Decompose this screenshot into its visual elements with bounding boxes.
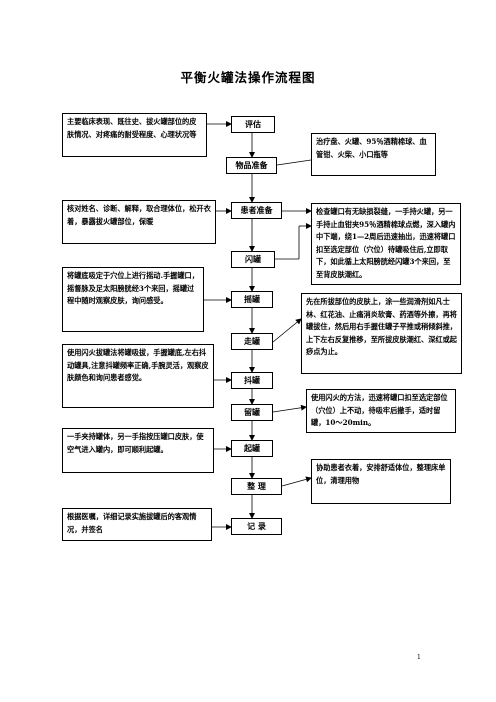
note-walk: 先在所拔部位的皮肤上，涂一些润滑剂如凡士林、红花油、止痛消炎软膏、药酒等外擦，再… (301, 293, 462, 374)
step-supplies: 物品准备 (226, 157, 277, 174)
note-flash: 检查罐口有无缺损裂缝，一手持火罐，另一手持止血钳夹95％酒精棉球点燃，深入罐内中… (311, 203, 461, 285)
note-tidy: 协助患者衣着，安排舒适体位，整理床单位，清理用物 (311, 459, 451, 504)
note-patient: 核对姓名、诊断、解释，取合理体位，松开衣着，暴露拔火罐部位，保暖 (62, 200, 216, 244)
step-record: 记 录 (231, 518, 282, 535)
note-supplies: 治疗盘、火罐、95％酒精棉球、血管钳、火柴、小口瓶等 (311, 133, 436, 176)
step-tidy: 整 理 (231, 478, 282, 495)
step-assess: 评估 (231, 116, 275, 133)
step-remove: 起罐 (231, 440, 273, 457)
note-shake: 将罐底吸定于穴位上进行摇动.手握罐口，摇督脉及足太阳膀胱经3个来回，摇罐过程中随… (62, 267, 204, 332)
note-retain: 使用闪火的方法，迅速将罐口扣至选定部位（穴位）上不动，待吸牢后撤手，适时留罐，1… (306, 389, 456, 433)
page-title: 平衡火罐法操作流程图 (180, 70, 316, 85)
note-record: 根据医嘱，详细记录实施拔罐后的客观情况，并签名 (62, 508, 212, 541)
step-flash: 闪罐 (231, 251, 275, 268)
step-patient: 患者准备 (231, 202, 282, 219)
step-walk: 走罐 (231, 333, 273, 350)
note-remove: 一手夹持罐体，另一手指按压罐口皮肤，使空气进入罐内，即可顺利起罐。 (62, 428, 214, 473)
step-flick: 抖罐 (231, 372, 273, 389)
note-flick: 使用闪火拔罐法将罐吸拔，手握罐底,左右抖动罐具,注意抖罐频率正确,手腕灵活，观察… (62, 344, 214, 408)
step-retain: 留罐 (231, 404, 273, 421)
page-number: 1 (417, 654, 421, 661)
step-shake: 摇罐 (231, 291, 273, 308)
note-assess: 主要临床表现、既往史、拔火罐部位的皮肤情况、对疼痛的耐受程度、心理状况等 (62, 113, 207, 157)
